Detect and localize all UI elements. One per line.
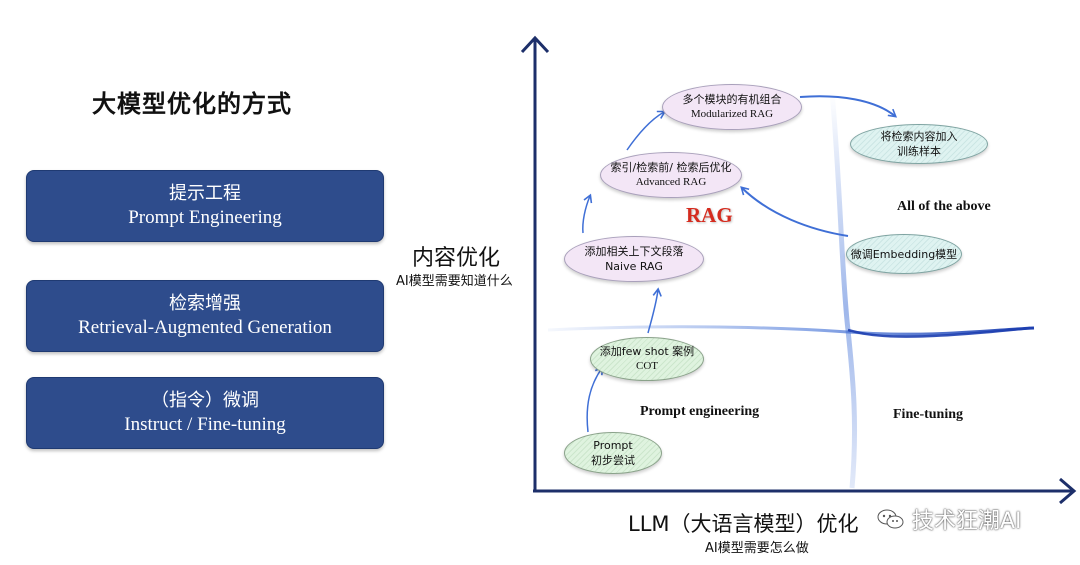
method-zh-label: 检索增强: [169, 293, 241, 314]
y-axis-subtitle: AI模型需要知道什么: [396, 274, 513, 289]
region-all-of-the-above: All of the above: [897, 199, 991, 214]
node-line2: 训练样本: [897, 145, 941, 158]
arrow-embedding-to-advanced: [740, 186, 849, 237]
node-line1: 将检索内容加入: [880, 130, 958, 143]
node-line2: Modularized RAG: [690, 108, 774, 120]
divider-vertical: [829, 91, 858, 489]
method-zh-label: （指令）微调: [151, 390, 259, 411]
arrow-modular-to-train: [799, 95, 898, 118]
node-advanced-rag[interactable]: 索引/检索前/ 检索后优化 Advanced RAG: [600, 152, 742, 198]
arrow-advanced-to-modular: [626, 110, 667, 151]
arrow-naive-to-advanced: [582, 193, 593, 234]
node-modularized-rag[interactable]: 多个模块的有机组合 Modularized RAG: [662, 84, 802, 130]
y-axis-arrowhead: [520, 35, 550, 54]
method-card-fine-tuning[interactable]: （指令）微调 Instruct / Fine-tuning: [26, 377, 384, 449]
x-axis-arrowhead: [1059, 477, 1077, 505]
arrow-prompt-to-fewshot: [586, 365, 604, 433]
region-fine-tuning: Fine-tuning: [893, 407, 964, 422]
node-line1: 添加few shot 案例: [599, 345, 695, 358]
node-line2: Naive RAG: [605, 260, 663, 273]
method-en-label: Prompt Engineering: [128, 207, 282, 228]
x-axis-title: LLM（大语言模型）优化: [628, 512, 859, 536]
y-axis: [520, 35, 550, 492]
node-finetune-embedding[interactable]: 微调Embedding模型: [846, 234, 962, 274]
method-zh-label: 提示工程: [169, 183, 241, 204]
x-axis-subtitle: AI模型需要怎么做: [705, 541, 809, 556]
y-axis-title: 内容优化: [412, 246, 501, 271]
node-few-shot-cot[interactable]: 添加few shot 案例 COT: [590, 337, 704, 381]
node-naive-rag[interactable]: 添加相关上下文段落 Naive RAG: [564, 236, 704, 282]
region-prompt-engineering: Prompt engineering: [640, 404, 760, 419]
node-line1: 多个模块的有机组合: [682, 93, 782, 106]
watermark: 技术狂潮AI: [876, 503, 1022, 535]
method-card-rag[interactable]: 检索增强 Retrieval-Augmented Generation: [26, 280, 384, 352]
method-card-prompt-engineering[interactable]: 提示工程 Prompt Engineering: [26, 170, 384, 242]
node-prompt-initial[interactable]: Prompt 初步尝试: [564, 432, 662, 474]
node-add-to-training[interactable]: 将检索内容加入 训练样本: [850, 124, 988, 164]
node-line1: 微调Embedding模型: [850, 247, 958, 261]
wechat-icon: [876, 508, 906, 530]
arrow-fewshot-to-naive: [647, 287, 662, 334]
method-en-label: Retrieval-Augmented Generation: [78, 317, 332, 338]
page-title: 大模型优化的方式: [92, 90, 292, 118]
divider-horizontal: [547, 325, 1035, 336]
rag-label: RAG: [686, 203, 733, 227]
divider-lower-branch: [847, 326, 1031, 338]
node-line2: Advanced RAG: [635, 176, 707, 188]
node-line1: Prompt: [593, 439, 633, 452]
x-axis: [533, 477, 1077, 505]
node-line2: 初步尝试: [591, 454, 635, 467]
node-line1: 索引/检索前/ 检索后优化: [610, 161, 732, 174]
method-en-label: Instruct / Fine-tuning: [124, 414, 286, 435]
node-line1: 添加相关上下文段落: [584, 245, 684, 258]
watermark-text: 技术狂潮AI: [912, 509, 1022, 534]
node-line2: COT: [636, 360, 658, 372]
